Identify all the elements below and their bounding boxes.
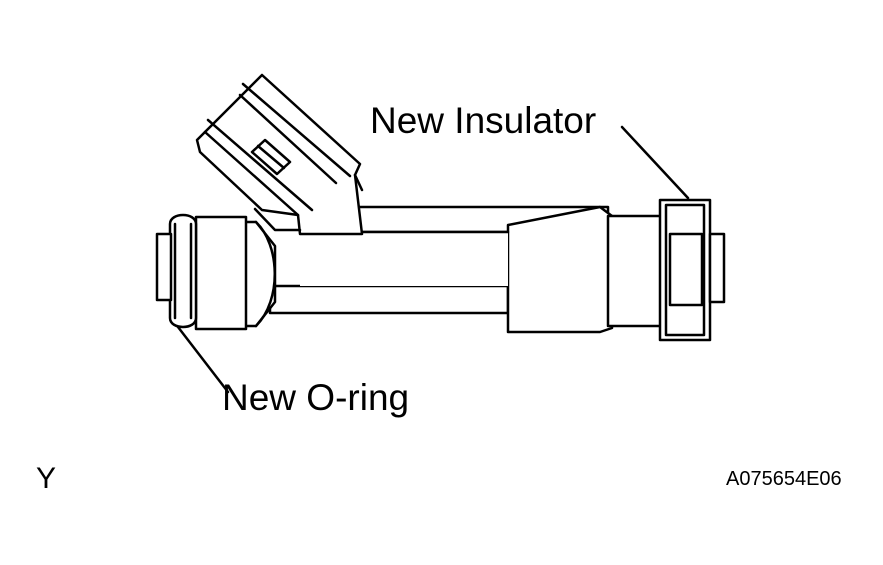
new-oring — [168, 213, 198, 329]
connector-terminal — [250, 138, 292, 176]
label-new-oring: New O-ring — [222, 377, 410, 418]
injector-sleeve-right — [606, 214, 664, 328]
leader-line-insulator — [620, 125, 690, 200]
new-insulator — [658, 198, 712, 342]
injector-tip-right — [708, 232, 726, 304]
nozzle-collar — [194, 215, 248, 331]
figure-id: A075654E06 — [726, 468, 842, 490]
view-letter: Y — [36, 462, 57, 495]
leader-line-oring — [176, 325, 230, 394]
label-new-insulator: New Insulator — [370, 100, 597, 141]
nozzle-tip-left — [155, 232, 173, 302]
